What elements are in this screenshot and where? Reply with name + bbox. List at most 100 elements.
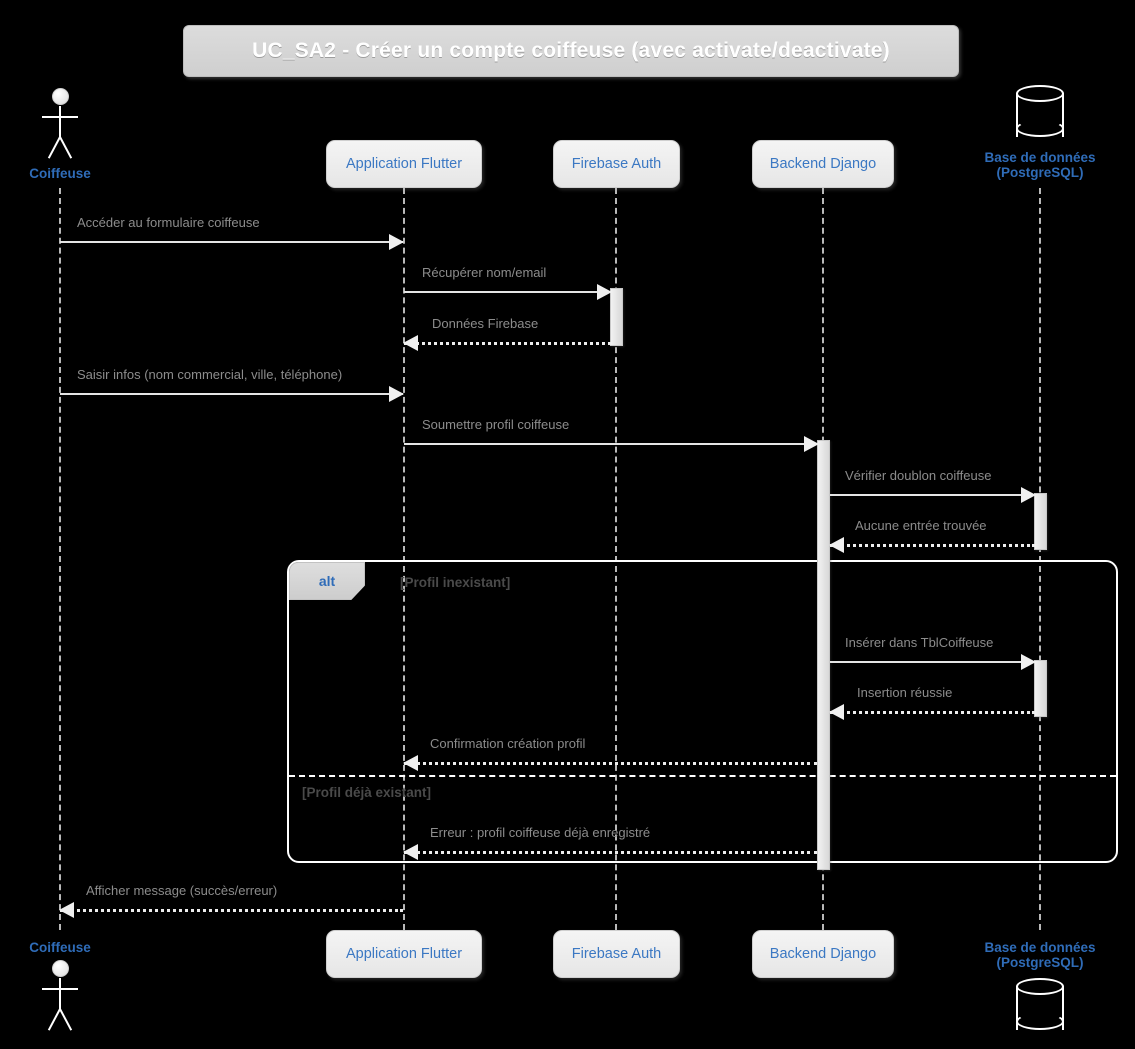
participant-box-django-bottom[interactable]: Backend Django: [752, 930, 894, 978]
actor-leg-right-icon: [59, 136, 73, 159]
actor-coiffeuse-bottom: [37, 960, 83, 1032]
participant-box-django-top[interactable]: Backend Django: [752, 140, 894, 188]
message-arrow-3: [403, 334, 611, 352]
cylinder-bottom-ellipse: [1016, 120, 1064, 137]
message-label-3: Données Firebase: [432, 316, 539, 331]
message-line: [404, 291, 611, 293]
activation-bar-db-2: [1034, 660, 1047, 717]
participant-box-firebase-bottom[interactable]: Firebase Auth: [553, 930, 680, 978]
participant-label-flutter-bottom: Application Flutter: [345, 946, 463, 962]
message-label-8: Insérer dans TblCoiffeuse: [845, 635, 994, 650]
arrowhead-left-icon: [403, 755, 418, 771]
participant-box-flutter-top[interactable]: Application Flutter: [326, 140, 482, 188]
actor-leg-left-icon: [47, 136, 61, 159]
message-label-2: Récupérer nom/email: [422, 265, 547, 280]
message-arrow-10: [403, 754, 817, 772]
alt-fragment-frame: [287, 560, 1118, 863]
lifeline-db: [1039, 188, 1041, 930]
message-arrow-9: [829, 703, 1035, 721]
arrowhead-left-icon: [59, 902, 74, 918]
actor-leg-left-icon: [47, 1008, 61, 1031]
message-label-7: Aucune entrée trouvée: [855, 518, 987, 533]
message-label-4: Saisir infos (nom commercial, ville, tél…: [77, 367, 343, 382]
lifeline-flutter: [403, 188, 405, 930]
db-label-line1: Base de données: [984, 150, 1096, 165]
actor-body-icon: [59, 106, 61, 138]
arrowhead-right-icon: [1021, 487, 1036, 503]
lifeline-firebase: [615, 188, 617, 930]
participant-box-firebase-top[interactable]: Firebase Auth: [553, 140, 680, 188]
message-arrow-4: [60, 385, 404, 403]
alt-divider: [289, 775, 1116, 777]
message-line: [60, 909, 403, 912]
participant-label-coiffeuse-bottom: Coiffeuse: [29, 940, 91, 955]
message-line: [404, 851, 817, 854]
participant-label-db-top: Base de données (PostgreSQL): [955, 150, 1125, 180]
alt-fragment-tab: alt: [289, 562, 365, 600]
message-label-5: Soumettre profil coiffeuse: [422, 417, 570, 432]
message-arrow-1: [60, 233, 404, 251]
participant-box-flutter-bottom[interactable]: Application Flutter: [326, 930, 482, 978]
message-label-9: Insertion réussie: [857, 685, 953, 700]
participant-label-django-bottom: Backend Django: [769, 946, 877, 962]
actor-head-icon: [52, 88, 69, 105]
message-line: [830, 544, 1035, 547]
message-label-1: Accéder au formulaire coiffeuse: [77, 215, 260, 230]
message-line: [830, 494, 1035, 496]
participant-label-db-bottom: Base de données (PostgreSQL): [955, 940, 1125, 970]
alt-condition-1: [Profil inexistant]: [400, 575, 511, 590]
arrowhead-left-icon: [829, 537, 844, 553]
db-label-line2: (PostgreSQL): [996, 955, 1084, 970]
cylinder-side: [1016, 986, 1064, 1030]
alt-condition-2: [Profil déjà existant]: [302, 785, 432, 800]
participant-label-django-top: Backend Django: [769, 156, 877, 172]
actor-head-icon: [52, 960, 69, 977]
actor-arms-icon: [42, 116, 78, 118]
alt-operator-label: alt: [318, 573, 336, 589]
diagram-title-bar: UC_SA2 - Créer un compte coiffeuse (avec…: [183, 25, 959, 77]
message-arrow-6: [830, 486, 1036, 504]
arrowhead-right-icon: [597, 284, 612, 300]
lifeline-coiffeuse: [59, 188, 61, 930]
cylinder-side: [1016, 93, 1064, 137]
activation-bar-db-1: [1034, 493, 1047, 550]
message-line: [830, 661, 1035, 663]
participant-label-firebase-top: Firebase Auth: [571, 156, 662, 172]
message-arrow-5: [404, 435, 819, 453]
arrowhead-left-icon: [403, 844, 418, 860]
participant-label-firebase-bottom: Firebase Auth: [571, 946, 662, 962]
message-line: [404, 762, 817, 765]
message-arrow-7: [829, 536, 1035, 554]
arrowhead-right-icon: [1021, 654, 1036, 670]
actor-coiffeuse-top: [37, 88, 83, 160]
message-label-12: Afficher message (succès/erreur): [86, 883, 278, 898]
message-arrow-8: [830, 653, 1036, 671]
arrowhead-right-icon: [389, 234, 404, 250]
message-line: [404, 342, 611, 345]
message-line: [830, 711, 1035, 714]
activation-bar-django: [817, 440, 830, 870]
message-line: [404, 443, 818, 445]
participant-label-flutter-top: Application Flutter: [345, 156, 463, 172]
db-label-line2: (PostgreSQL): [996, 165, 1084, 180]
cylinder-bottom-ellipse: [1016, 1013, 1064, 1030]
arrowhead-left-icon: [829, 704, 844, 720]
message-arrow-11: [403, 843, 817, 861]
message-arrow-12: [59, 901, 403, 919]
db-label-line1: Base de données: [984, 940, 1096, 955]
actor-leg-right-icon: [59, 1008, 73, 1031]
arrowhead-left-icon: [403, 335, 418, 351]
arrowhead-right-icon: [804, 436, 819, 452]
actor-body-icon: [59, 978, 61, 1010]
message-line: [60, 241, 403, 243]
arrowhead-right-icon: [389, 386, 404, 402]
message-label-6: Vérifier doublon coiffeuse: [845, 468, 992, 483]
message-arrow-2: [404, 283, 612, 301]
message-label-10: Confirmation création profil: [430, 736, 586, 751]
database-cylinder-icon-top: [1016, 85, 1066, 145]
activation-bar-firebase: [610, 288, 623, 346]
database-cylinder-icon-bottom: [1016, 978, 1066, 1038]
message-line: [60, 393, 403, 395]
message-label-11: Erreur : profil coiffeuse déjà enregistr…: [430, 825, 651, 840]
